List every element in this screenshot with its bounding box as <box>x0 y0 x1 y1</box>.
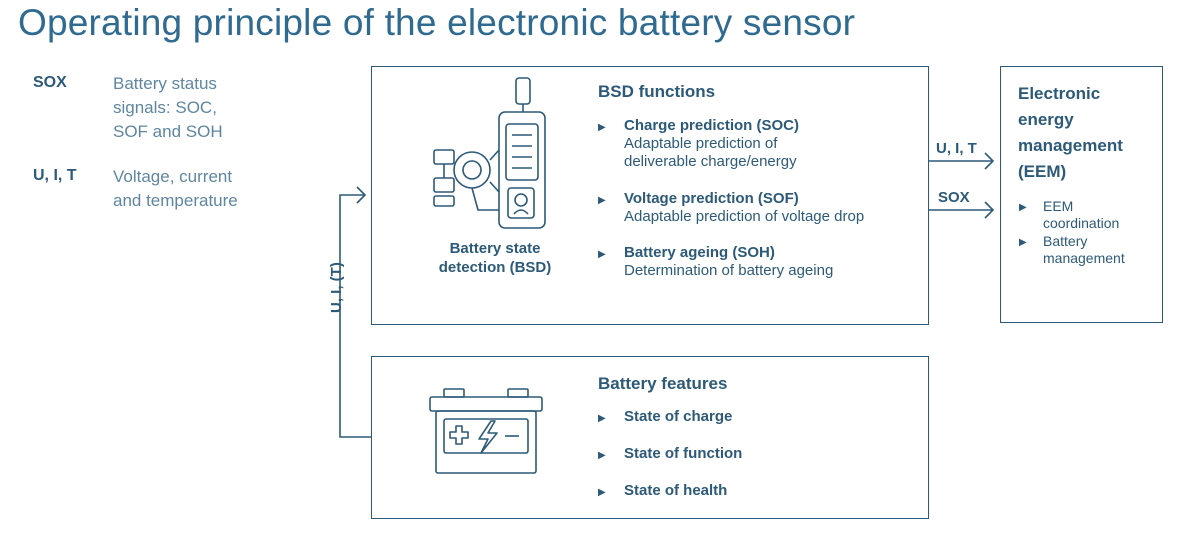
legend-value-sox: Battery status signals: SOC, SOF and SOH <box>113 74 223 141</box>
feedback-connector <box>339 194 371 438</box>
list-item: ▶ State of charge <box>598 408 733 425</box>
legend-key-uit: U, I, T <box>33 167 77 184</box>
list-item: ▶ State of function <box>598 445 743 462</box>
uit-arrowhead <box>984 152 995 170</box>
bsd-functions-heading: BSD functions <box>598 82 716 101</box>
bsd-caption: Battery state detection (BSD) <box>438 240 552 276</box>
bsd-functions-box <box>371 66 929 325</box>
bsd-functions-list: ▶ Charge prediction (SOC) Adaptable pred… <box>598 117 918 287</box>
feedback-arrowhead <box>356 186 367 204</box>
list-item: ▶ Voltage prediction (SOF) Adaptable pre… <box>598 190 865 225</box>
battery-features-heading: Battery features <box>598 374 728 393</box>
list-item: ▶ EEM coordination <box>1019 198 1120 231</box>
sox-arrowhead <box>984 201 995 219</box>
eem-box <box>1000 66 1163 323</box>
battery-features-list: ▶ State of charge ▶ State of function ▶ … <box>598 408 898 508</box>
list-item: ▶ Charge prediction (SOC) Adaptable pred… <box>598 117 800 170</box>
page-title: Operating principle of the electronic ba… <box>18 2 856 43</box>
legend-value-uit: Voltage, current and temperature <box>113 167 238 210</box>
list-item: ▶ Battery ageing (SOH) Determination of … <box>598 244 834 279</box>
legend-key-sox: SOX <box>33 74 67 91</box>
arrow-label-sox: SOX <box>938 189 970 206</box>
list-item: ▶ Battery management <box>1019 233 1125 266</box>
list-item: ▶ State of health <box>598 482 728 499</box>
arrow-label-uit: U, I, T <box>936 140 977 157</box>
battery-features-box <box>371 356 929 519</box>
eem-list: ▶ EEM coordination ▶ Battery management <box>1019 198 1159 268</box>
eem-heading: Electronic energy management (EEM) <box>1018 84 1123 181</box>
